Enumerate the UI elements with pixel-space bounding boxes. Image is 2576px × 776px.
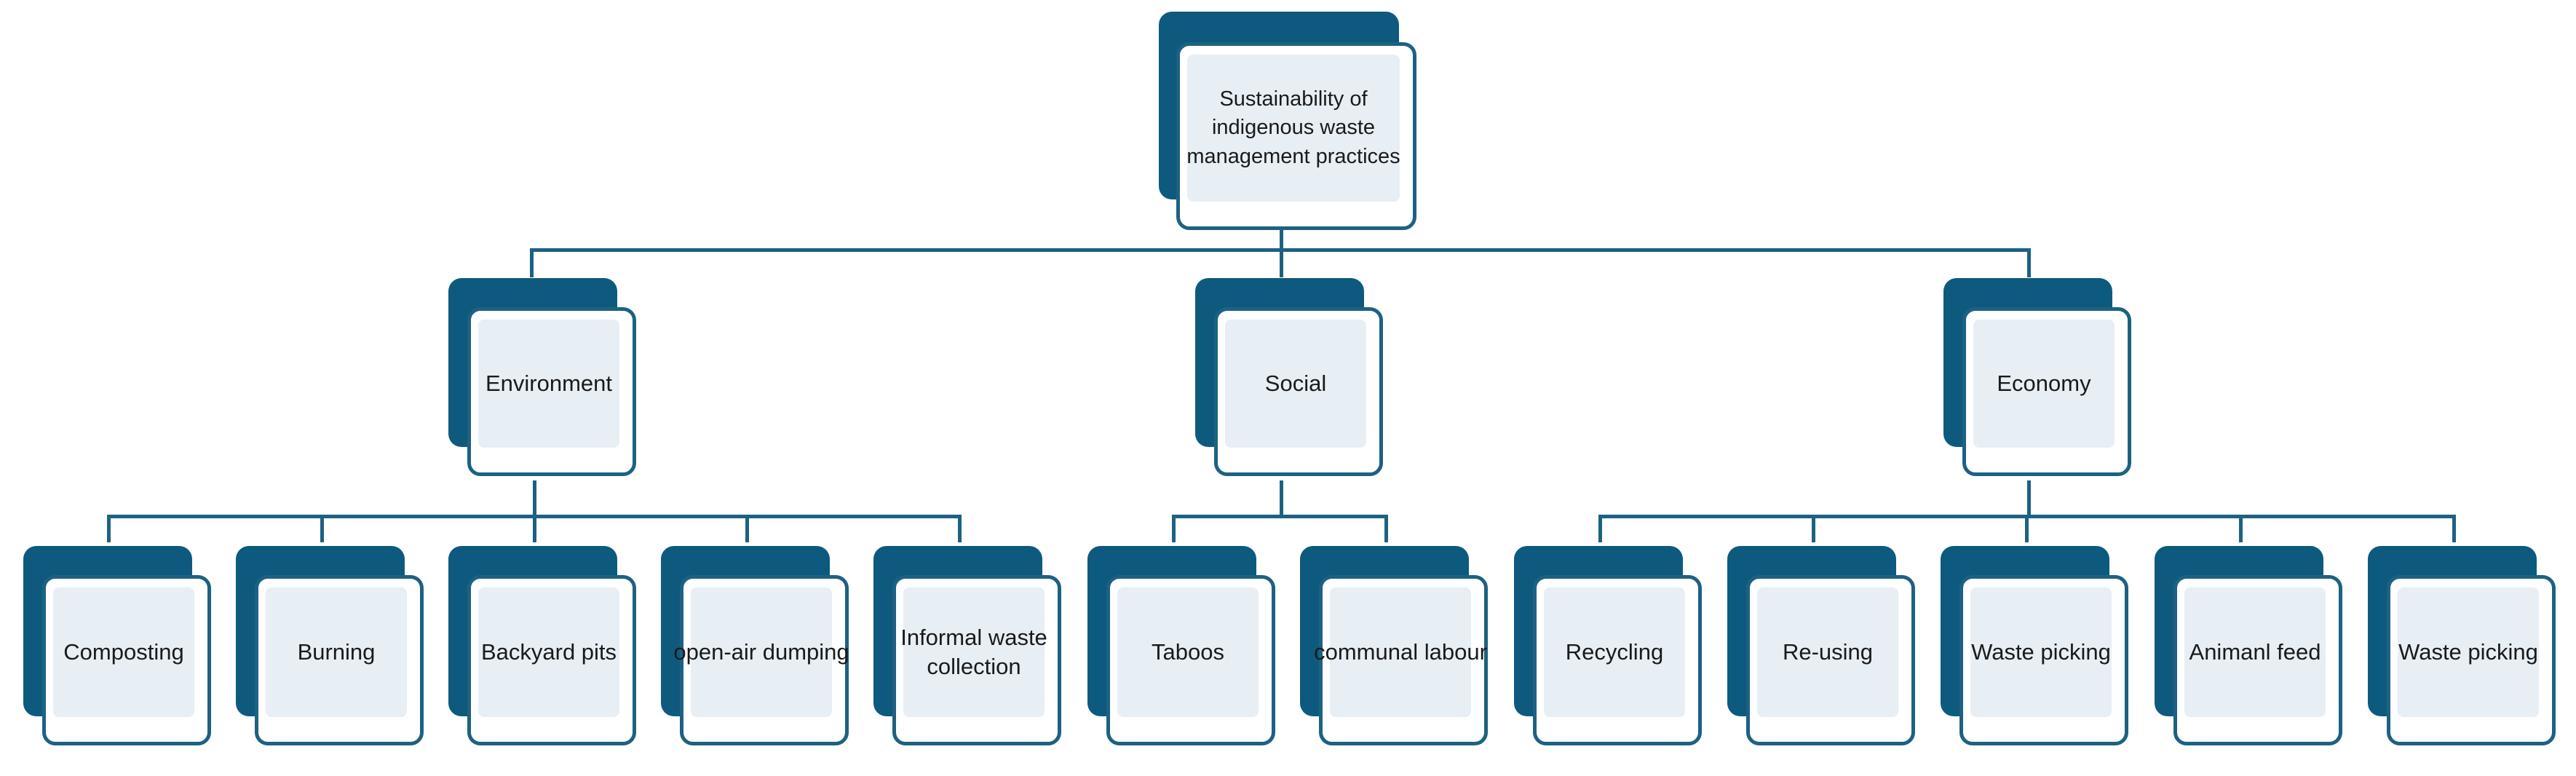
node-box: open-air dumping [673, 575, 849, 745]
leaf-label-line: Backyard pits [480, 638, 617, 665]
node-box: Taboos [1106, 575, 1275, 745]
node-box: Environment [467, 307, 636, 476]
node-fill: Economy [1973, 320, 2115, 448]
leaf-label-line: communal labour [1314, 638, 1487, 665]
leaf-label-communal-labour: communal labour [1314, 638, 1487, 667]
node-fill: Backyard pits [478, 587, 619, 717]
leaf-label-taboos: Taboos [1152, 638, 1224, 667]
node-box: Burning [255, 575, 424, 745]
node-box: Animanl feed [2173, 575, 2342, 745]
leaf-label-line: Informal waste [900, 624, 1047, 650]
root-label-line-1: Sustainability of [1219, 87, 1368, 111]
leaf-label-composting: Composting [63, 638, 183, 667]
leaf-label-burning: Burning [298, 638, 376, 667]
category-label-environment: Environment [485, 370, 613, 396]
connector-to-taboos [1172, 515, 1176, 542]
leaf-label-backyard-pits: Backyard pits [481, 638, 617, 667]
leaf-label-line: Animanl feed [2189, 638, 2321, 665]
leaf-label-waste-picking-2: Waste picking [2398, 638, 2538, 667]
connector-to-waste-picking-2 [2452, 515, 2456, 542]
connector-to-environment [530, 248, 534, 277]
root-node-label: Sustainability of indigenous waste manag… [1186, 85, 1400, 170]
connector-economy-stem [2027, 480, 2031, 518]
node-fill: Environment [478, 320, 619, 448]
connector-social-stem [1280, 480, 1283, 518]
node-box: Backyard pits [467, 575, 636, 745]
category-label-social: Social [1264, 370, 1327, 396]
node-fill: Sustainability of indigenous waste manag… [1186, 55, 1400, 202]
connector-to-composting [107, 515, 111, 542]
connector-to-social [1280, 248, 1283, 277]
node-fill: Social [1225, 320, 1366, 448]
connector-to-open-air-dumping [745, 515, 749, 542]
node-fill: Animanl feed [2184, 587, 2326, 717]
leaf-label-line: Re-using [1782, 638, 1874, 665]
connector-to-waste-picking-1 [2025, 515, 2029, 542]
node-fill: Waste picking [1970, 587, 2112, 717]
node-fill: Re-using [1757, 587, 1898, 717]
node-box: Re-using [1746, 575, 1915, 745]
leaf-label-line: open-air dumping [673, 638, 849, 665]
node-box: Economy [1962, 307, 2131, 476]
node-fill: Waste picking [2398, 587, 2539, 717]
node-box: Sustainability of indigenous waste manag… [1176, 42, 1416, 230]
node-fill: Taboos [1117, 587, 1259, 717]
node-box: Waste picking [1959, 575, 2128, 745]
leaf-label-line: Burning [297, 638, 376, 665]
node-box: Recycling [1533, 575, 1702, 745]
node-box: Composting [42, 575, 211, 745]
connector-to-economy [2027, 248, 2031, 277]
node-fill: Composting [53, 587, 194, 717]
leaf-label-line: Waste picking [2398, 638, 2538, 665]
leaf-label-animanl-feed: Animanl feed [2189, 638, 2321, 667]
connector-root-stem [1280, 218, 1283, 252]
leaf-label-line: Taboos [1152, 638, 1224, 665]
node-fill: Burning [266, 587, 407, 717]
connector-to-backyard-pits [533, 515, 536, 542]
connector-to-recycling [1598, 515, 1602, 542]
leaf-label-waste-picking-1: Waste picking [1971, 638, 2111, 667]
connector-to-re-using [1812, 515, 1815, 542]
node-box: communal labour [1314, 575, 1488, 745]
leaf-label-informal-waste-collection: Informal waste collection [900, 623, 1047, 682]
connector-to-animanl-feed [2239, 515, 2243, 542]
connector-environment-stem [533, 480, 536, 518]
connector-to-communal-labour [1384, 515, 1388, 542]
node-fill: Informal waste collection [900, 587, 1047, 717]
leaf-label-line: Waste picking [1971, 638, 2111, 665]
connector-to-burning [320, 515, 324, 542]
node-box: Waste picking [2387, 575, 2556, 745]
leaf-label-open-air-dumping: open-air dumping [673, 638, 849, 667]
leaf-label-recycling: Recycling [1566, 638, 1663, 667]
root-label-line-2: indigenous waste [1211, 116, 1376, 140]
connector-social-bar [1172, 515, 1388, 518]
connector-to-informal-waste-collection [958, 515, 962, 542]
root-label-line-3: management practices [1186, 144, 1400, 168]
leaf-label-line: Composting [63, 638, 184, 665]
node-fill: Recycling [1544, 587, 1685, 717]
leaf-label-line: Recycling [1565, 638, 1664, 665]
node-fill: open-air dumping [673, 587, 849, 717]
leaf-label-line: collection [927, 654, 1021, 679]
node-box: Informal waste collection [892, 575, 1061, 745]
node-fill: communal labour [1314, 587, 1487, 717]
leaf-label-re-using: Re-using [1783, 638, 1873, 667]
category-label-economy: Economy [1997, 370, 2091, 396]
node-box: Social [1214, 307, 1383, 476]
